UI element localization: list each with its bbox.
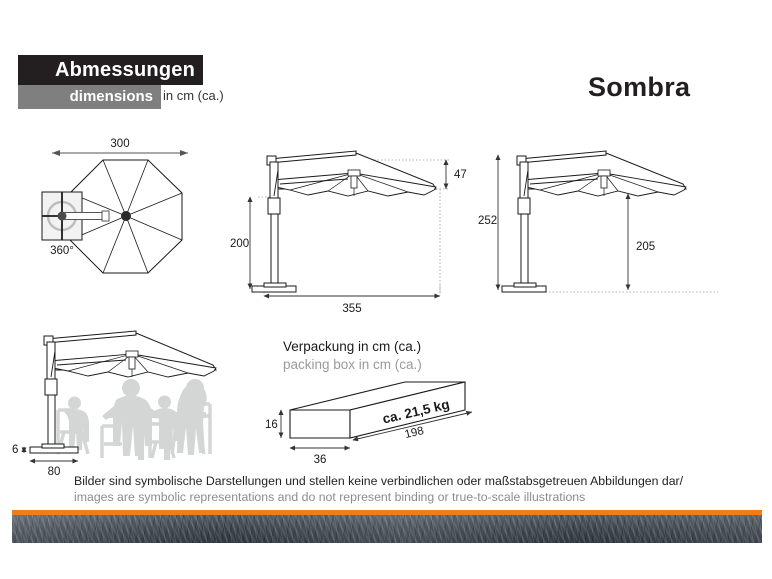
side-view-reach-label: 355 — [342, 303, 361, 315]
top-view-octagon: 300 — [30, 130, 240, 290]
canopy-height-label: 47 — [454, 169, 467, 181]
people-silhouette — [64, 379, 207, 460]
product-title: Sombra — [588, 72, 691, 102]
total-height-label: 252 — [478, 215, 497, 227]
base-thickness-label: 6 — [12, 444, 18, 456]
clearance-label: 205 — [636, 241, 655, 253]
header-title-en: dimensions — [18, 85, 161, 109]
scene-view-base: 6 80 — [10, 320, 260, 480]
side-view-height-label: 200 — [230, 238, 249, 250]
top-view-width-label: 300 — [110, 138, 129, 150]
packaging-title-de: Verpackung in cm (ca.) — [283, 339, 422, 354]
stone-sheen — [12, 515, 762, 543]
side-view-dimensions: 47 200 355 — [228, 140, 478, 320]
packaging-length-label: 198 — [404, 425, 425, 441]
packaging-height-label: 16 — [265, 419, 278, 431]
packaging-box-drawing: ca. 21,5 kg 198 16 36 — [265, 370, 490, 470]
disclaimer-de: Bilder sind symbolische Darstellungen un… — [74, 474, 684, 488]
stone-texture — [12, 515, 762, 543]
top-view-rotation-label: 360° — [50, 245, 74, 257]
accent-bar — [12, 510, 762, 515]
packaging-width-label: 36 — [314, 454, 327, 466]
side-view-clearance: 252 205 — [478, 140, 728, 320]
stone-texture-band — [12, 515, 762, 543]
packaging-title-en: packing box in cm (ca.) — [283, 357, 422, 372]
header-title-de: Abmessungen — [18, 55, 203, 85]
header-unit-note: in cm (ca.) — [163, 88, 224, 103]
disclaimer-en: images are symbolic representations and … — [74, 490, 586, 504]
base-width-label: 80 — [48, 466, 61, 478]
